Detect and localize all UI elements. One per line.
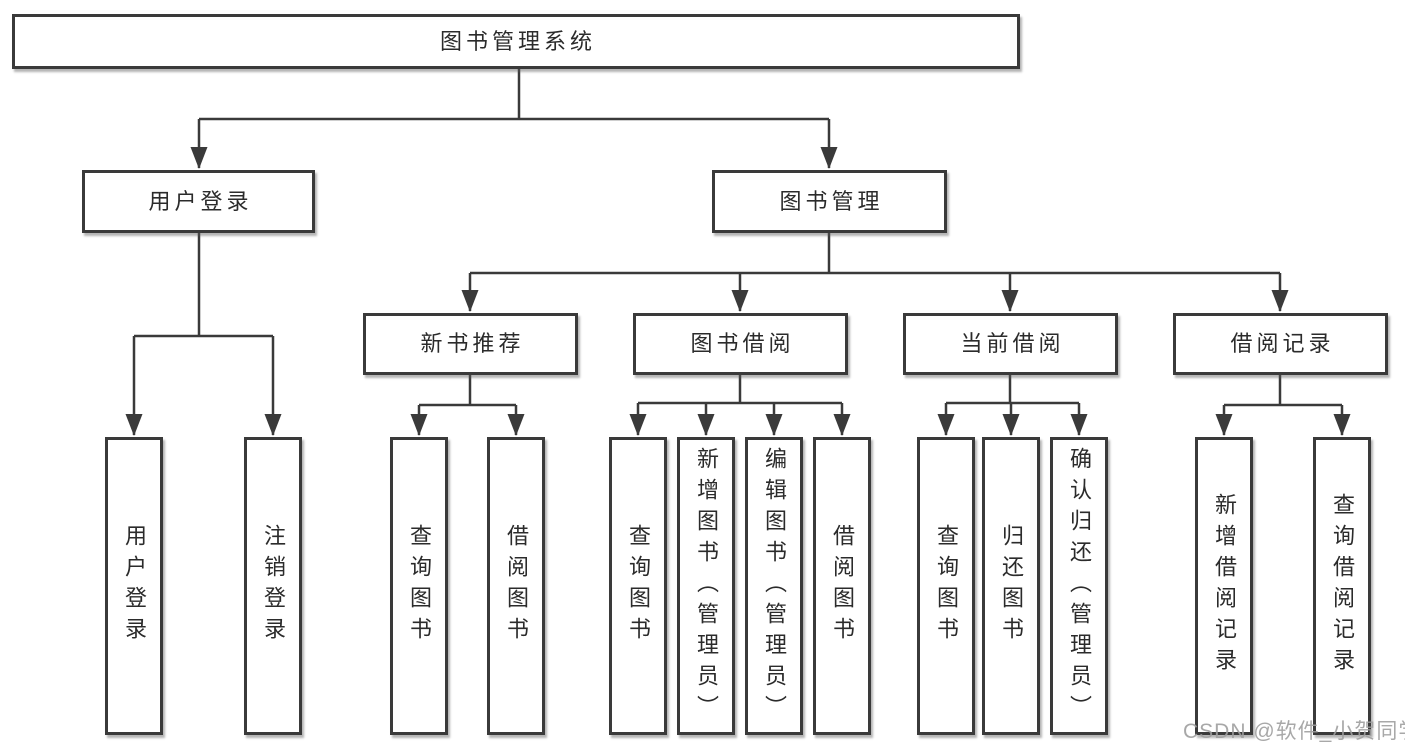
node-borrowing-records-label: 借阅记录 <box>1230 331 1335 356</box>
node-leaf-logout: 注销登录 <box>244 437 302 735</box>
node-leaf-query-books-current: 查询图书 <box>917 437 975 735</box>
node-book-management: 图书管理 <box>712 170 947 233</box>
node-leaf-return-book: 归还图书 <box>982 437 1040 735</box>
node-leaf-confirm-return-admin-label: 确认归还（管理员） <box>1067 446 1092 726</box>
node-leaf-borrow-books-borrowing-label: 借阅图书 <box>830 524 855 648</box>
node-new-book-recommend-label: 新书推荐 <box>420 331 525 356</box>
node-leaf-query-books-recommend: 查询图书 <box>390 437 448 735</box>
node-leaf-edit-book-admin-label: 编辑图书（管理员） <box>762 446 787 726</box>
node-book-borrowing: 图书借阅 <box>633 313 848 375</box>
node-book-management-label: 图书管理 <box>779 188 884 214</box>
node-leaf-query-borrow-record: 查询借阅记录 <box>1313 437 1371 735</box>
node-leaf-edit-book-admin: 编辑图书（管理员） <box>745 437 803 735</box>
node-current-borrowing: 当前借阅 <box>903 313 1118 375</box>
node-leaf-add-borrow-record: 新增借阅记录 <box>1195 437 1253 735</box>
node-library-system: 图书管理系统 <box>12 14 1020 69</box>
node-current-borrowing-label: 当前借阅 <box>960 331 1065 356</box>
node-leaf-borrow-books-recommend-label: 借阅图书 <box>504 524 529 648</box>
node-leaf-query-books-recommend-label: 查询图书 <box>407 524 432 648</box>
node-leaf-query-books-borrowing-label: 查询图书 <box>626 524 651 648</box>
node-leaf-borrow-books-borrowing: 借阅图书 <box>813 437 871 735</box>
node-leaf-confirm-return-admin: 确认归还（管理员） <box>1050 437 1108 735</box>
node-user-login-label: 用户登录 <box>148 188 253 214</box>
node-leaf-add-book-admin: 新增图书（管理员） <box>677 437 735 735</box>
node-leaf-user-login: 用户登录 <box>105 437 163 735</box>
node-library-system-label: 图书管理系统 <box>439 28 596 54</box>
node-leaf-borrow-books-recommend: 借阅图书 <box>487 437 545 735</box>
node-leaf-user-login-label: 用户登录 <box>122 524 147 648</box>
node-leaf-query-borrow-record-label: 查询借阅记录 <box>1330 493 1355 679</box>
node-borrowing-records: 借阅记录 <box>1173 313 1388 375</box>
node-leaf-add-borrow-record-label: 新增借阅记录 <box>1212 493 1237 679</box>
node-user-login: 用户登录 <box>82 170 315 233</box>
node-leaf-return-book-label: 归还图书 <box>999 524 1024 648</box>
node-leaf-add-book-admin-label: 新增图书（管理员） <box>694 446 719 726</box>
node-leaf-query-books-current-label: 查询图书 <box>934 524 959 648</box>
node-leaf-query-books-borrowing: 查询图书 <box>609 437 667 735</box>
node-new-book-recommend: 新书推荐 <box>363 313 578 375</box>
node-book-borrowing-label: 图书借阅 <box>690 331 795 356</box>
csdn-watermark: CSDN @软件_小贺同学 <box>1183 720 1405 743</box>
node-leaf-logout-label: 注销登录 <box>261 524 286 648</box>
